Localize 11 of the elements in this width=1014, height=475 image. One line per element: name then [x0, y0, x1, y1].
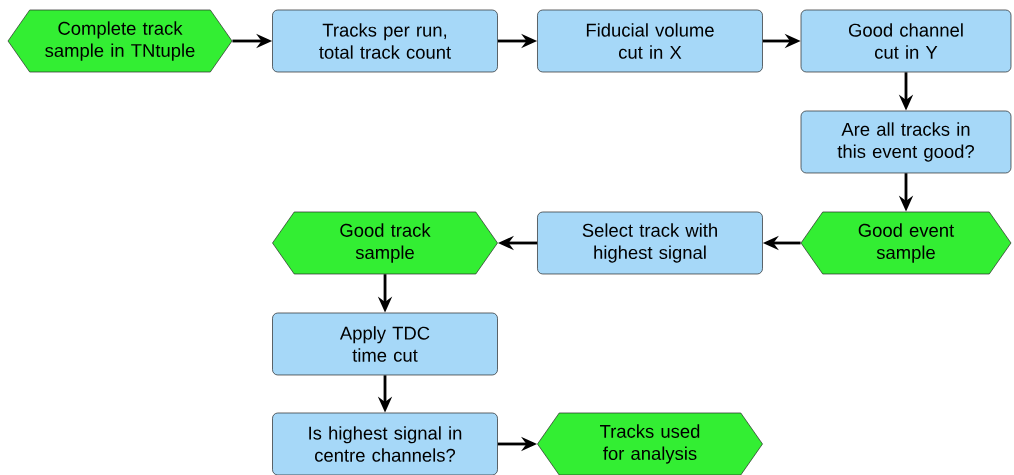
process-box: Is highest signal in centre channels?: [272, 412, 498, 475]
terminal-hexagon: Good track sample: [272, 211, 498, 275]
process-box: Select track with highest signal: [537, 211, 763, 275]
terminal-hexagon: Tracks used for analysis: [537, 412, 763, 475]
process-box: Good channel cut in Y: [800, 9, 1012, 73]
terminal-hexagon: Complete track sample in TNtuple: [7, 9, 233, 73]
process-box: Are all tracks in this event good?: [800, 110, 1012, 174]
process-box: Fiducial volume cut in X: [537, 9, 763, 73]
process-box: Apply TDC time cut: [272, 312, 498, 376]
process-box: Tracks per run, total track count: [272, 9, 498, 73]
terminal-hexagon: Good event sample: [800, 211, 1012, 275]
